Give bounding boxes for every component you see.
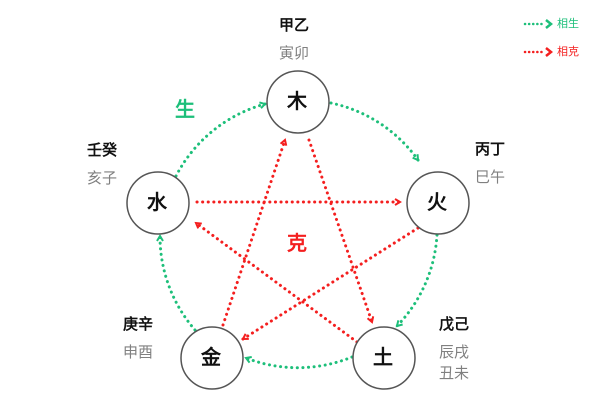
arrow-wood-to-earth	[307, 138, 375, 324]
arrow-earth-to-metal	[244, 355, 354, 370]
element-metal-char: 金	[201, 345, 221, 369]
metal-branches: 申酉	[123, 343, 154, 361]
node-water	[126, 171, 190, 235]
wood-stems: 甲乙	[279, 16, 310, 34]
generating-label: 生	[175, 97, 195, 121]
arrow-fire-to-earth	[395, 233, 439, 328]
legend-generating-label: 相生	[557, 17, 579, 30]
element-water-char: 水	[147, 190, 167, 214]
arrow-earth-to-water	[194, 221, 359, 344]
earth-branches-2: 丑未	[439, 364, 470, 382]
overcoming-cycle	[194, 138, 420, 344]
node-wood	[266, 70, 330, 134]
wood-branches: 寅卯	[279, 44, 310, 62]
element-wood-char: 木	[287, 89, 307, 113]
element-earth-char: 土	[373, 345, 393, 369]
node-earth	[352, 326, 416, 390]
arrow-wood-to-fire	[329, 101, 420, 162]
arrow-metal-to-water	[156, 234, 197, 332]
node-metal	[180, 326, 244, 390]
overcoming-label: 克	[287, 231, 307, 255]
earth-stems: 戊己	[439, 315, 470, 333]
arrow-metal-to-wood	[221, 138, 288, 327]
legend-arrows	[523, 22, 547, 54]
earth-branches-1: 辰戌	[439, 343, 470, 361]
water-branches: 亥子	[87, 169, 118, 187]
fire-branches: 巳午	[475, 168, 506, 186]
generating-cycle	[156, 101, 439, 370]
legend-overcoming-label: 相克	[557, 45, 579, 58]
element-fire-char: 火	[427, 190, 447, 214]
arrow-fire-to-metal	[241, 226, 420, 341]
node-fire	[406, 171, 470, 235]
water-stems: 壬癸	[87, 141, 118, 159]
fire-stems: 丙丁	[475, 140, 506, 158]
metal-stems: 庚辛	[123, 315, 154, 333]
